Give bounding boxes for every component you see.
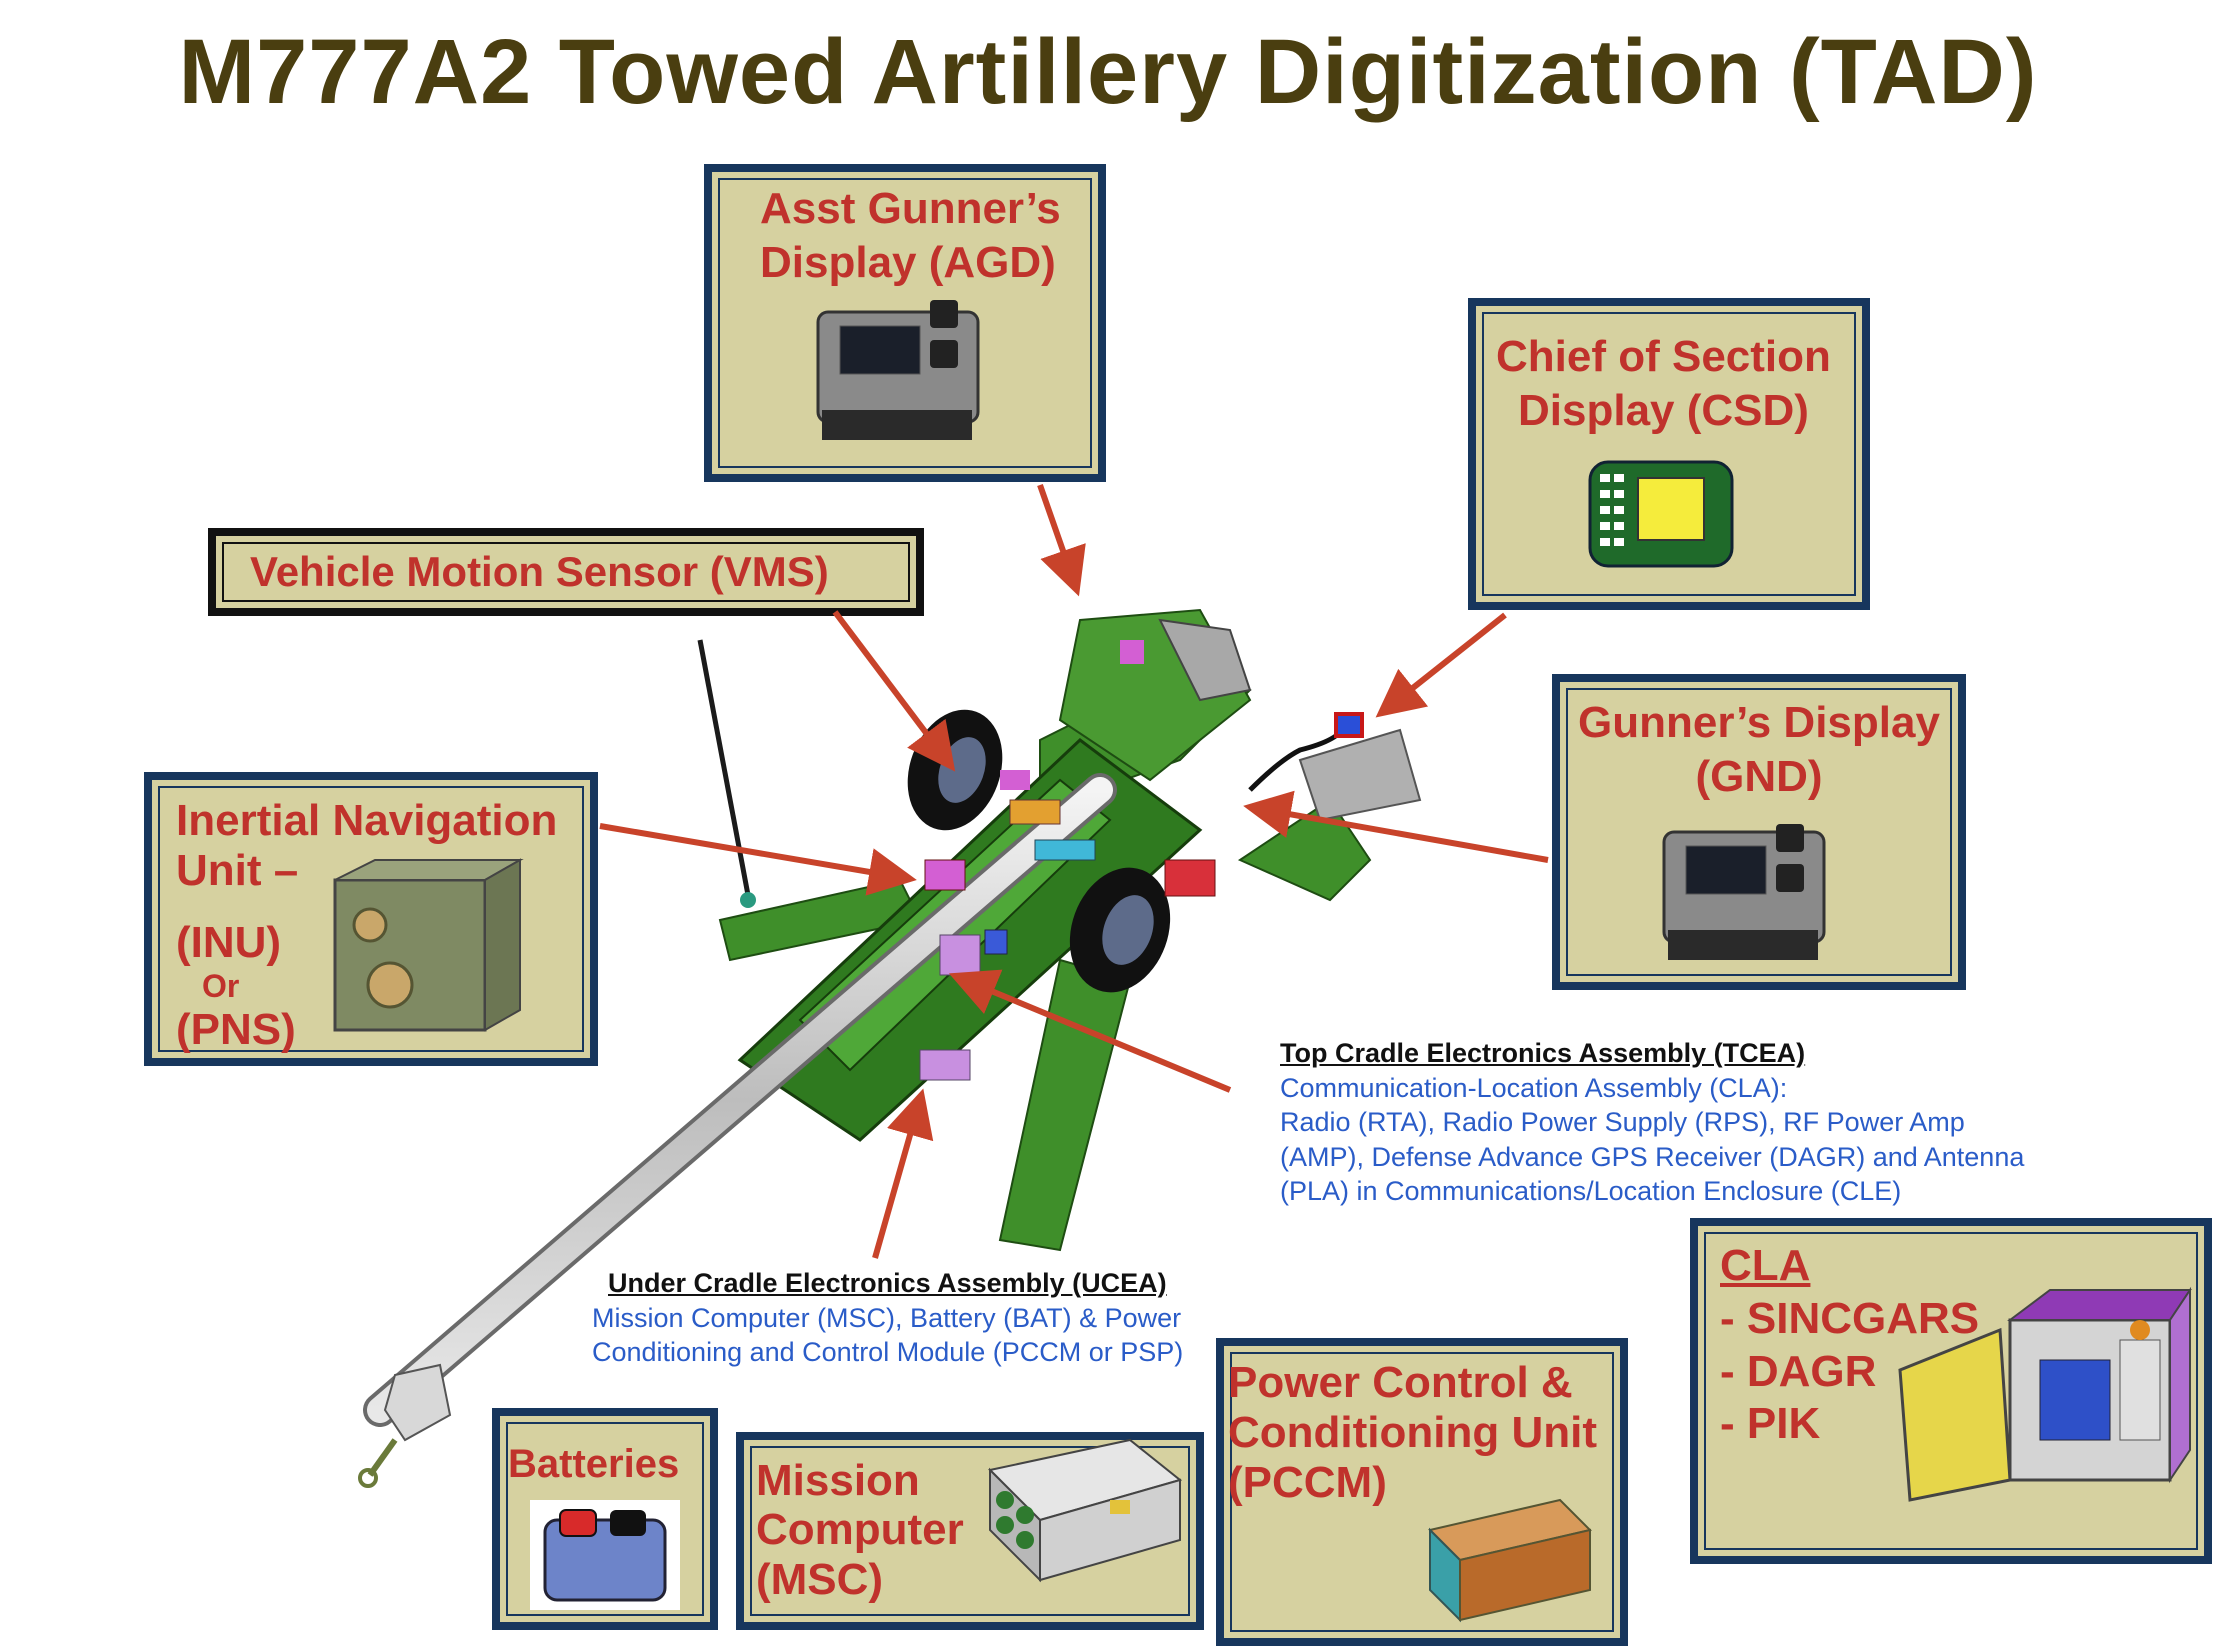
arrow-ucea (872, 1088, 934, 1259)
arrow-vms (832, 610, 956, 772)
csd-label: Chief of Section Display (CSD) (1496, 332, 1831, 435)
inu-device-image (333, 858, 524, 1032)
inu-label: Inertial Navigation Unit – (INU) Or (PNS… (176, 796, 558, 1054)
ucea-heading: Under Cradle Electronics Assembly (UCEA) (608, 1268, 1167, 1298)
batteries-label: Batteries (508, 1442, 680, 1486)
tcea-heading: Top Cradle Electronics Assembly (TCEA) (1280, 1038, 1806, 1068)
arrow-tcea (948, 969, 1232, 1093)
pccm-box (1216, 1338, 1628, 1646)
vms-label: Vehicle Motion Sensor (VMS) (250, 548, 829, 595)
gnd-device-image (1662, 824, 1826, 960)
arrow-gnd (1243, 790, 1549, 863)
page-title: M777A2 Towed Artillery Digitization (TAD… (178, 21, 2038, 123)
agd-device-image (816, 300, 980, 440)
pccm-label: Power Control &Conditioning Unit(PCCM) (1228, 1358, 1597, 1508)
howitzer-illustration (358, 608, 1422, 1488)
arrow-agd (1037, 484, 1086, 597)
cla-label: CLA - SINCGARS - DAGR - PIK (1720, 1241, 1980, 1449)
ucea-caption: Under Cradle Electronics Assembly (UCEA)… (592, 1268, 1184, 1368)
arrow-inu (599, 823, 917, 896)
pccm-device-image (1428, 1498, 1592, 1623)
csd-device-image (1588, 460, 1734, 568)
cla-device-image (1898, 1286, 2192, 1502)
pointer-arrows (599, 484, 1549, 1259)
msc-device-image (987, 1438, 1183, 1583)
arrow-csd (1375, 612, 1507, 718)
gnd-label: Gunner’s Display(GND) (1578, 698, 1940, 801)
tcea-caption: Top Cradle Electronics Assembly (TCEA) C… (1280, 1038, 2025, 1207)
batteries-image (530, 1500, 680, 1610)
vms-box (208, 528, 924, 616)
